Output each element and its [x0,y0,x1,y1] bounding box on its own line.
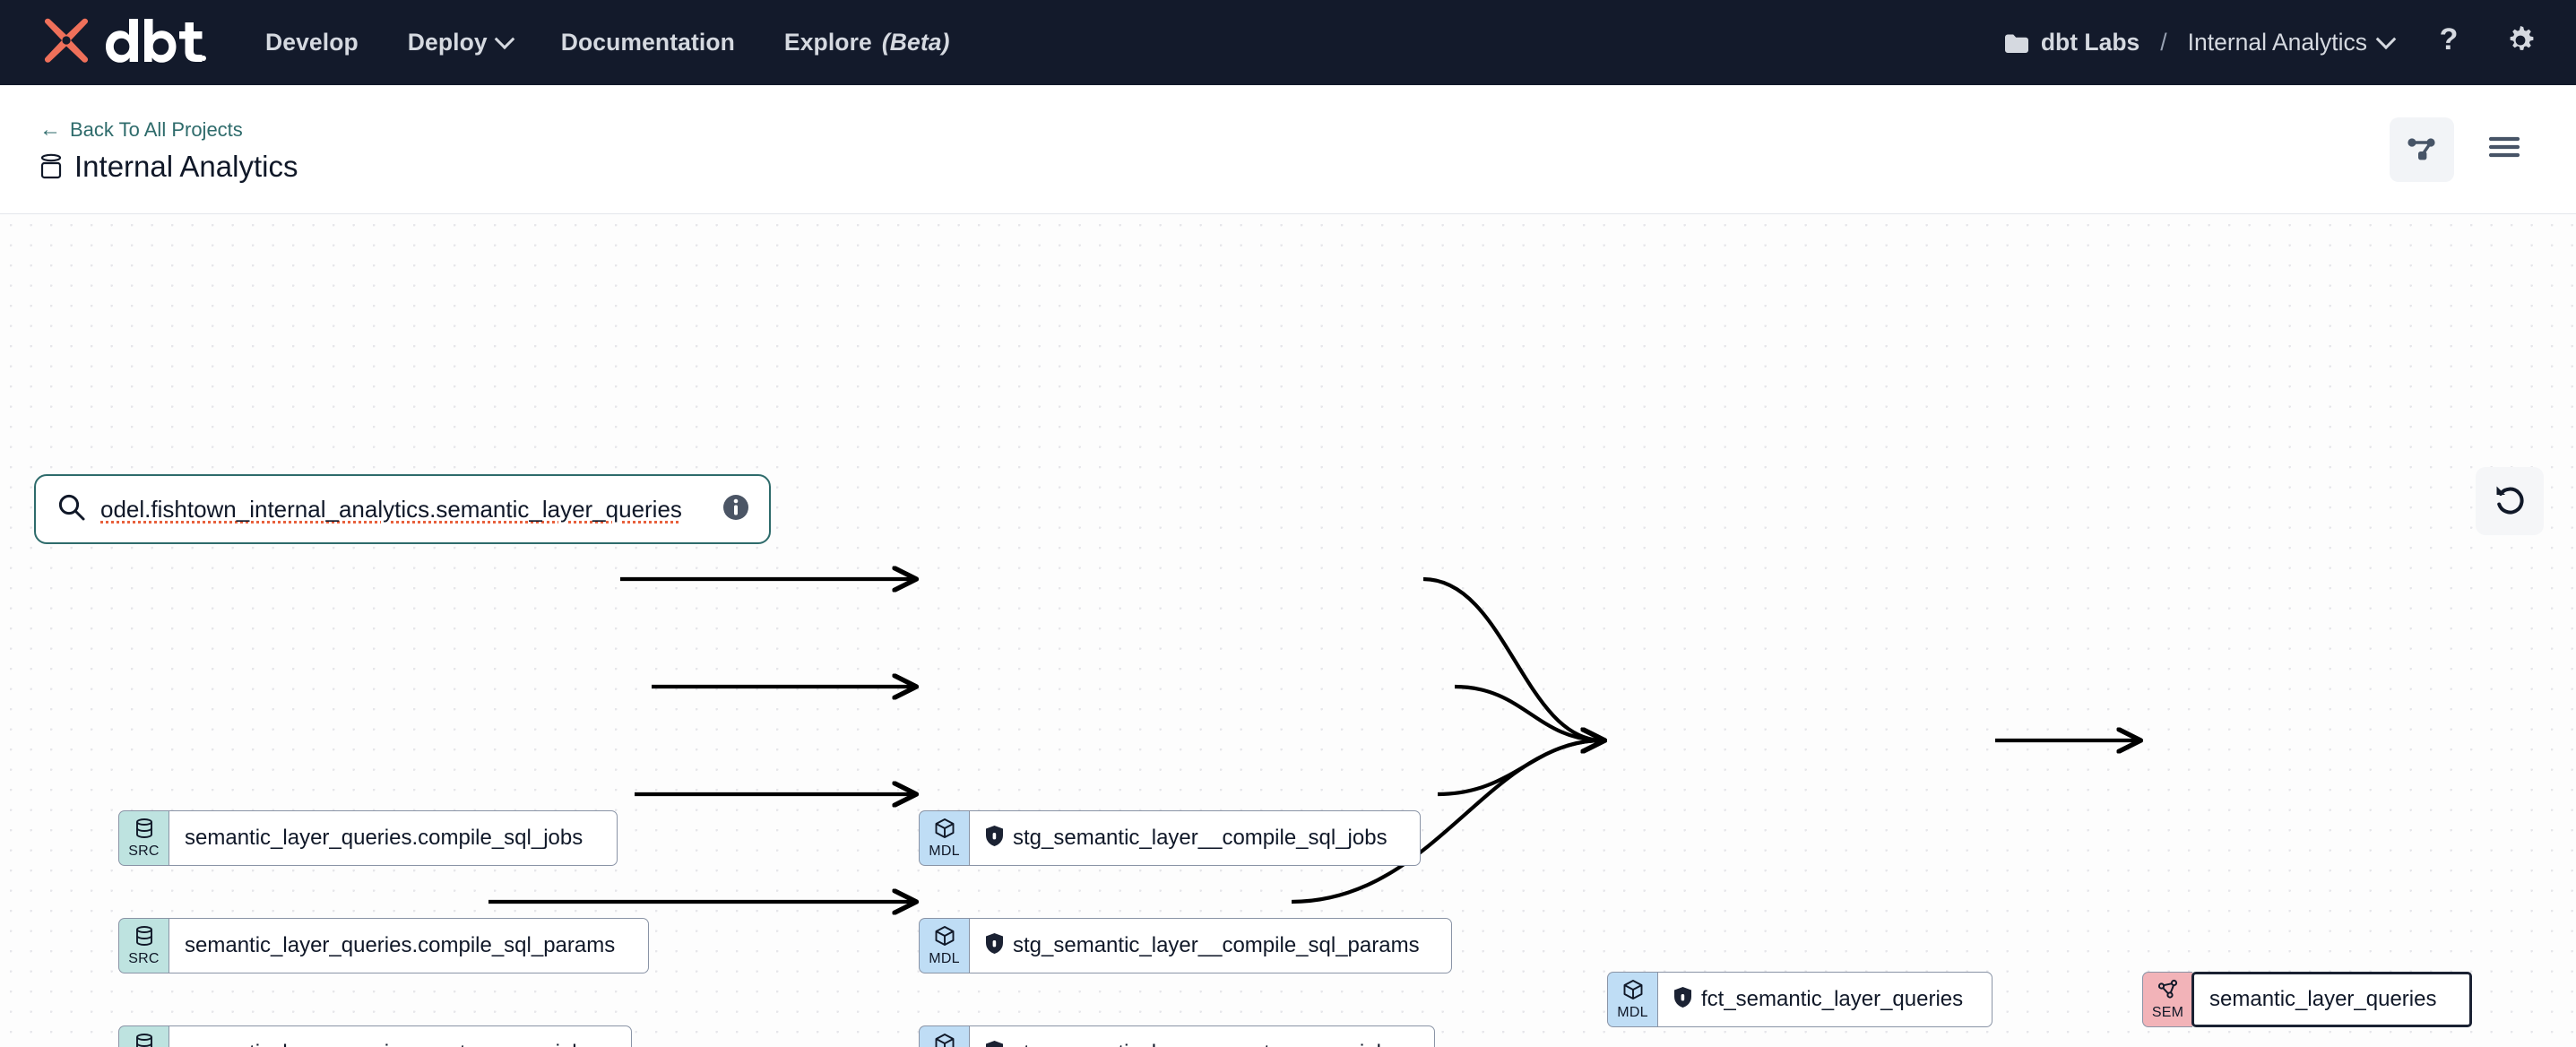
lineage-node-src2[interactable]: SRC semantic_layer_queries.compile_sql_p… [118,918,649,973]
nav-link-explore[interactable]: Explore (Beta) [784,29,950,56]
search-icon [57,493,86,526]
node-type-badge-src: SRC [118,810,169,866]
node-type-label: MDL [929,951,960,966]
lineage-canvas[interactable]: odel.fishtown_internal_analytics.semanti… [0,214,2576,1047]
node-type-label: SRC [128,844,160,859]
account-org-name: dbt Labs [2040,29,2140,56]
nav-link-develop[interactable]: Develop [265,29,359,56]
node-type-badge-mdl: MDL [919,1025,969,1047]
node-body[interactable]: semantic_layer_queries.create_query_jobs [169,1025,632,1047]
subheader-left-group: ← Back To All Projects Internal Analytic… [39,115,298,184]
cube-icon [934,1033,955,1047]
shield-lock-icon [1673,986,1692,1013]
lineage-node-mdl3[interactable]: MDL stg_semantic_layer__create_query_job… [919,1025,1435,1047]
dbt-brand-logo[interactable] [39,17,206,68]
node-label: stg_semantic_layer__compile_sql_params [1013,933,1420,957]
reset-rotate-left-icon [2493,482,2527,521]
shield-lock-icon [985,1040,1004,1047]
share-nodes-icon [2407,132,2437,167]
chevron-down-icon [2375,28,2397,49]
node-label: stg_semantic_layer__create_query_jobs [1013,1043,1399,1047]
svg-text:?: ? [2440,23,2459,56]
list-view-button[interactable] [2472,117,2537,182]
cube-icon [934,818,955,844]
lineage-node-src1[interactable]: SRC semantic_layer_queries.compile_sql_j… [118,810,618,866]
hamburger-menu-icon [2488,134,2520,164]
node-type-badge-mdl: MDL [919,918,969,973]
nav-link-documentation-label: Documentation [560,29,735,56]
node-body[interactable]: semantic_layer_queries [2191,972,2472,1027]
edge-mdl2-fct1 [1454,684,1603,740]
back-to-all-projects-label: Back To All Projects [70,118,243,141]
node-type-badge-mdl: MDL [1607,972,1657,1027]
explore-beta-tag: (Beta) [881,29,950,56]
primary-nav-links: Develop Deploy Documentation Explore (Be… [265,28,950,56]
nav-link-explore-label: Explore [783,29,872,56]
node-type-label: SEM [2151,1005,2184,1020]
shield-lock-icon [985,932,1004,959]
arrow-left-icon: ← [39,117,61,142]
edge-mdl3-fct1 [1437,740,1603,797]
lineage-node-mdl1[interactable]: MDL stg_semantic_layer__compile_sql_jobs [919,810,1421,866]
lineage-node-mdl2[interactable]: MDL stg_semantic_layer__compile_sql_para… [919,918,1452,973]
cube-icon [1622,979,1644,1005]
reset-view-button[interactable] [2476,467,2544,535]
page-title-label: Internal Analytics [74,150,298,183]
node-label: semantic_layer_queries.compile_sql_param… [185,933,616,957]
node-search-box[interactable]: odel.fishtown_internal_analytics.semanti… [34,474,771,544]
node-body[interactable]: stg_semantic_layer__compile_sql_params [969,918,1452,973]
top-navigation-bar: Develop Deploy Documentation Explore (Be… [0,0,2576,85]
database-cylinder-icon [134,818,155,844]
node-body[interactable]: stg_semantic_layer__compile_sql_jobs [969,810,1421,866]
node-label: semantic_layer_queries.create_query_jobs [185,1043,595,1047]
node-label: fct_semantic_layer_queries [1701,987,1964,1011]
node-label: stg_semantic_layer__compile_sql_jobs [1013,826,1387,850]
node-body[interactable]: fct_semantic_layer_queries [1657,972,1993,1027]
database-icon [39,153,63,180]
nav-link-deploy-label: Deploy [407,29,488,56]
top-nav-right-group: dbt Labs / Internal Analytics ? [2004,22,2537,62]
shield-lock-icon [985,825,1004,852]
semantic-graph-icon [2157,979,2179,1005]
node-body[interactable]: semantic_layer_queries.compile_sql_jobs [169,810,618,866]
gear-icon[interactable] [2504,24,2537,61]
database-cylinder-icon [134,925,155,951]
edge-mdl1-fct1 [1422,576,1603,740]
node-body[interactable]: semantic_layer_queries.compile_sql_param… [169,918,649,973]
cube-icon [934,925,955,951]
folder-icon [2004,32,2029,53]
account-separator: / [2160,29,2167,56]
lineage-node-sem1[interactable]: SEM semantic_layer_queries [2142,972,2472,1027]
nav-link-develop-label: Develop [265,29,359,56]
question-mark-icon[interactable]: ? [2434,22,2463,62]
node-type-badge-src: SRC [118,918,169,973]
search-input[interactable]: odel.fishtown_internal_analytics.semanti… [100,495,682,523]
dbt-wordmark-icon [102,17,206,68]
node-type-label: SRC [128,951,160,966]
node-type-label: MDL [929,844,960,859]
dbt-logo-icon [39,18,93,68]
lineage-graph-view-button[interactable] [2390,117,2454,182]
page-title: Internal Analytics [39,150,298,184]
node-body[interactable]: stg_semantic_layer__create_query_jobs [969,1025,1435,1047]
node-type-badge-src: SRC [118,1025,169,1047]
node-label: semantic_layer_queries [2209,987,2437,1011]
account-project-switcher[interactable]: dbt Labs / Internal Analytics [2004,28,2397,56]
subheader-view-toggles [2390,117,2537,182]
account-project-name: Internal Analytics [2187,29,2367,56]
nav-link-documentation[interactable]: Documentation [561,29,735,56]
chevron-down-icon [494,28,515,49]
nav-link-deploy[interactable]: Deploy [407,28,515,56]
info-icon[interactable] [722,494,749,525]
database-cylinder-icon [134,1033,155,1047]
back-to-all-projects-link[interactable]: ← Back To All Projects [39,118,298,142]
node-type-badge-mdl: MDL [919,810,969,866]
lineage-node-src3[interactable]: SRC semantic_layer_queries.create_query_… [118,1025,632,1047]
lineage-node-fct1[interactable]: MDL fct_semantic_layer_queries [1607,972,1993,1027]
node-label: semantic_layer_queries.compile_sql_jobs [185,826,583,850]
project-subheader: ← Back To All Projects Internal Analytic… [0,85,2576,214]
node-type-badge-sem: SEM [2142,972,2192,1027]
node-type-label: MDL [1617,1005,1648,1020]
